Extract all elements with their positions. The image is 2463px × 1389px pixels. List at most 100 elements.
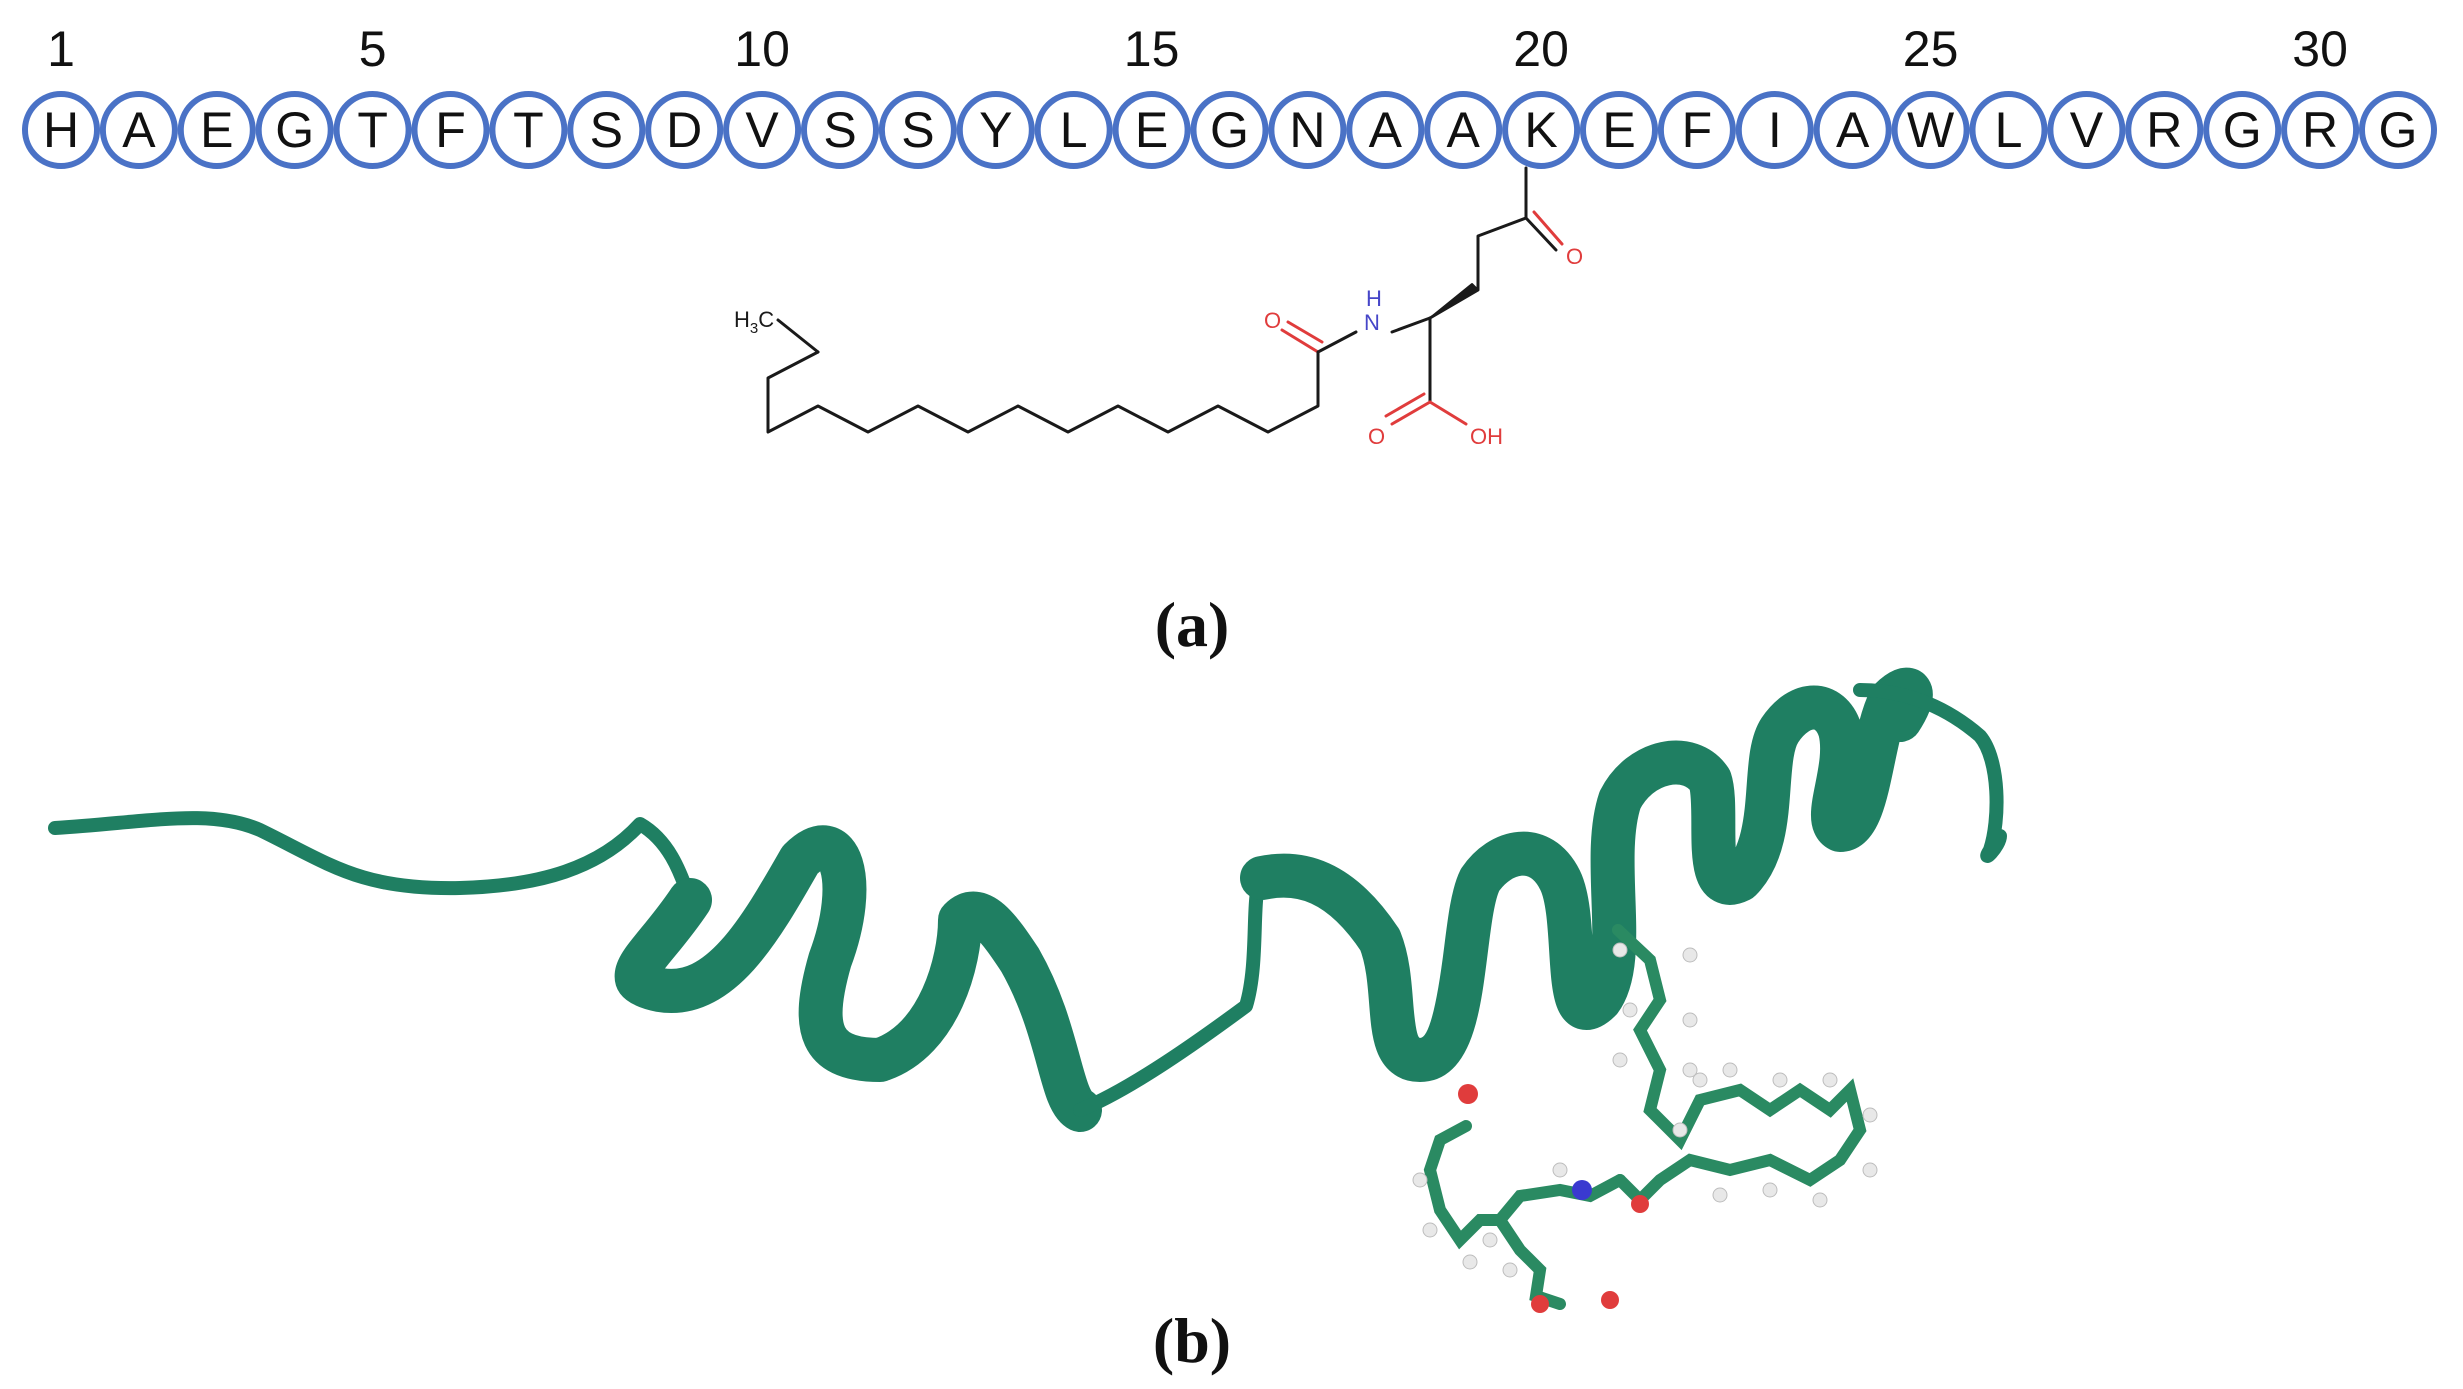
- residue-circle: [411, 91, 490, 169]
- residue-circle: [99, 91, 178, 169]
- amide-co-bond: [1280, 328, 1320, 354]
- oxygen-atom: [1531, 1295, 1549, 1313]
- residue-letter: R: [2146, 102, 2182, 158]
- n-carbonyl-bond: [1316, 330, 1358, 354]
- position-number: 1: [47, 21, 75, 77]
- residue-letter: V: [745, 102, 779, 158]
- ketone-bond: [1524, 216, 1558, 252]
- residue-letter: H: [43, 102, 79, 158]
- residue-circle: [2203, 91, 2282, 169]
- helix-segment-1: [614, 825, 1102, 1132]
- residue-circle: [1580, 91, 1658, 169]
- acid-o-label: O: [1368, 424, 1385, 449]
- stick-chain-main: [1612, 924, 1867, 1209]
- residue-circle: [1112, 91, 1191, 169]
- c-terminal-coil: [1853, 683, 2007, 863]
- residue-letter: G: [1210, 102, 1249, 158]
- residue-letter: A: [122, 102, 156, 158]
- residue-letter: L: [1995, 102, 2023, 158]
- residue-circle: [1346, 91, 1425, 169]
- stick-chain-headgroup: [1423, 1120, 1626, 1250]
- position-number: 10: [734, 21, 790, 77]
- residue-circle: [956, 91, 1035, 169]
- oxygen-atom: [1601, 1291, 1619, 1309]
- amide-o-label: O: [1264, 308, 1281, 333]
- residue-letter: A: [1836, 102, 1870, 158]
- residue-letter: F: [1682, 102, 1713, 158]
- acid-co-bond-2: [1384, 392, 1426, 418]
- residue-letter: S: [590, 102, 623, 158]
- position-number: 20: [1513, 21, 1569, 77]
- residue-circle: [2125, 91, 2204, 169]
- residue-circle: [1891, 91, 1970, 169]
- residue-letter: T: [513, 102, 544, 158]
- residue-circle: [2047, 91, 2126, 169]
- residue-letter: G: [2379, 102, 2418, 158]
- residue-letter: N: [1289, 102, 1325, 158]
- residue-letter: R: [2302, 102, 2338, 158]
- residue-circle: [1268, 91, 1347, 169]
- residue-letter: G: [275, 102, 314, 158]
- wedge-bond: [1429, 283, 1479, 319]
- residue-circle: [567, 91, 646, 169]
- position-number: 30: [2292, 21, 2348, 77]
- residue-letter: G: [2223, 102, 2262, 158]
- amide-n-label: N: [1364, 310, 1380, 335]
- residue-letter: E: [200, 102, 233, 158]
- residue-letter: A: [1447, 102, 1481, 158]
- residue-letter: D: [666, 102, 702, 158]
- n-terminal-coil: [48, 811, 697, 907]
- residue-letter: I: [1768, 102, 1782, 158]
- residue-letter: E: [1602, 102, 1635, 158]
- ketone-o-label: O: [1566, 244, 1583, 269]
- helix-segment-2: [1240, 668, 1933, 1082]
- residue-letter: T: [357, 102, 388, 158]
- alpha-n-bond: [1390, 316, 1432, 334]
- residue-circle: [2359, 91, 2437, 169]
- residue-letter: W: [1907, 102, 1955, 158]
- residue-circle: [1735, 91, 1814, 169]
- residue-circle: [645, 91, 724, 169]
- residue-letter: Y: [979, 102, 1012, 158]
- residue-letter: V: [2070, 102, 2104, 158]
- residue-circle: [1657, 91, 1736, 169]
- residue-letter: K: [1524, 102, 1557, 158]
- helix-ribbon: [48, 668, 2007, 1132]
- residue-letter: S: [823, 102, 856, 158]
- residue-circle: [1034, 91, 1113, 169]
- residue-circle: [1969, 91, 2048, 169]
- amide-h-label: H: [1366, 286, 1382, 311]
- lipid-side-chain-structure: H3C N H O O O OH: [734, 166, 1583, 449]
- acid-oh-bond: [1428, 400, 1468, 426]
- helix-connector: [1073, 871, 1269, 1117]
- panel-label-a: (a): [1155, 589, 1230, 660]
- oxygen-atom: [1458, 1084, 1478, 1104]
- methyl-bond: [776, 318, 820, 354]
- oxygen-atom: [1631, 1195, 1649, 1213]
- panel-label-b: (b): [1153, 1305, 1231, 1376]
- acid-oh-label: OH: [1470, 424, 1503, 449]
- residue-circle: [878, 91, 957, 169]
- nitrogen-atom: [1572, 1180, 1592, 1200]
- residue-circle: [801, 91, 879, 169]
- residue-letter: F: [435, 102, 466, 158]
- residue-circle: [723, 91, 802, 169]
- residue-circle: [255, 91, 334, 169]
- methyl-label: H3C: [734, 307, 774, 337]
- residue-letter: E: [1135, 102, 1168, 158]
- residue-circle: [333, 91, 412, 169]
- residue-circle: [1190, 91, 1269, 169]
- residue-circle: [22, 91, 100, 169]
- residue-letter: L: [1060, 102, 1088, 158]
- residue-circle: [1424, 91, 1503, 169]
- hydrogen-atoms: [1412, 942, 1878, 1278]
- residue-circle: [2281, 91, 2360, 169]
- residue-circle: [177, 91, 256, 169]
- residue-circle: [1502, 91, 1581, 169]
- acid-co-bond: [1390, 400, 1432, 426]
- position-number: 15: [1124, 21, 1180, 77]
- lipid-ball-and-stick: [1412, 924, 1878, 1313]
- residue-letter: A: [1369, 102, 1403, 158]
- residue-circle: [489, 91, 568, 169]
